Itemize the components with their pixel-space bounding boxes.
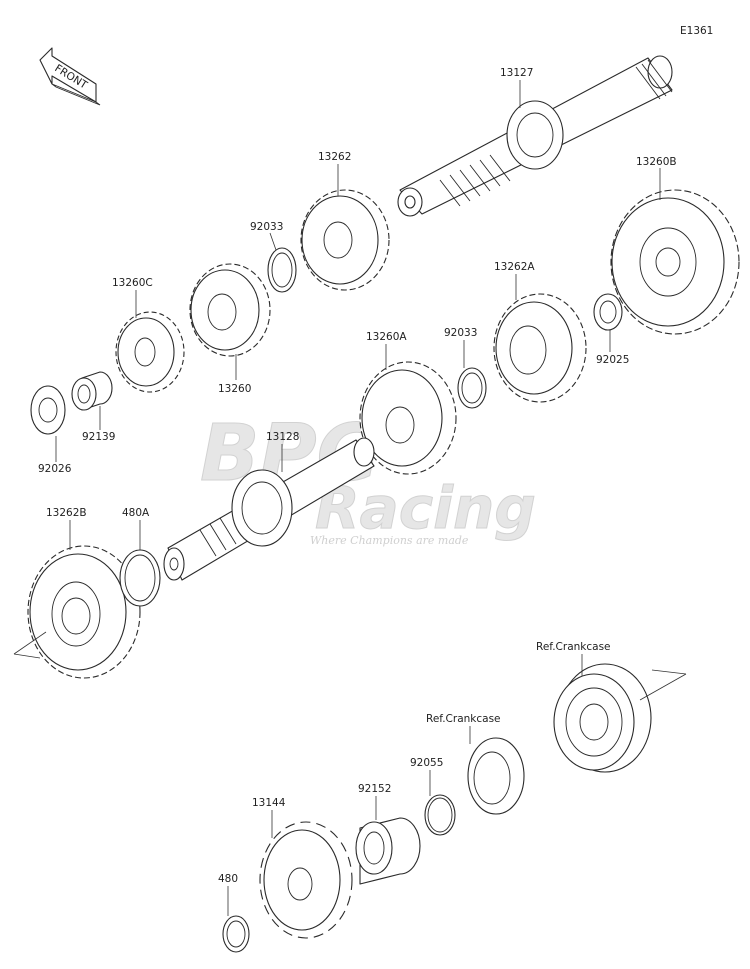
gear-13260B (610, 189, 740, 335)
gear-13262B (13, 545, 141, 679)
label-13260B: 13260B (636, 156, 677, 168)
label-480: 480 (218, 873, 238, 885)
watermark-line2: Racing (315, 474, 536, 542)
front-arrow-icon: FRONT (39, 47, 101, 106)
label-92152: 92152 (358, 783, 391, 795)
gear-13262A (493, 293, 587, 403)
circlip-480A (119, 549, 161, 607)
watermark-tagline: Where Champions are made (310, 534, 469, 547)
label-92025: 92025 (596, 354, 629, 366)
bushing-92139 (71, 371, 113, 411)
gear-13260 (189, 263, 271, 357)
sprocket-13144 (259, 821, 353, 939)
shaft-13128 (163, 437, 375, 581)
diagram-code: E1361 (680, 25, 713, 37)
label-ref-crankcase-2: Ref.Crankcase (426, 713, 501, 725)
label-13262: 13262 (318, 151, 351, 163)
label-480A: 480A (122, 507, 150, 519)
label-13262A: 13262A (494, 261, 535, 273)
label-13128: 13128 (266, 431, 299, 443)
label-92026: 92026 (38, 463, 72, 475)
label-13127: 13127 (500, 67, 533, 79)
label-92139: 92139 (82, 431, 115, 443)
label-13260A: 13260A (366, 331, 407, 343)
shaft-13127 (397, 55, 673, 217)
washer-92025 (593, 293, 623, 331)
gear-13260C (115, 311, 185, 393)
circlip-480 (222, 915, 250, 953)
collar-92152 (355, 817, 421, 885)
label-13260: 13260 (218, 383, 251, 395)
label-13262B: 13262B (46, 507, 87, 519)
label-92055: 92055 (410, 757, 443, 769)
gear-13262 (300, 189, 390, 291)
label-92033-lower: 92033 (444, 327, 477, 339)
label-ref-crankcase-1: Ref.Crankcase (536, 641, 611, 653)
label-13144: 13144 (252, 797, 286, 809)
circlip-92033-upper (267, 247, 297, 293)
circlip-92033-lower (457, 367, 487, 409)
gear-13260A (359, 361, 457, 475)
seal-ref-crankcase (467, 737, 525, 815)
label-13260C: 13260C (112, 277, 153, 289)
bearing-ref-crankcase-large (553, 663, 687, 773)
washer-92026 (30, 385, 66, 435)
label-92033-upper: 92033 (250, 221, 283, 233)
oring-92055 (424, 794, 456, 836)
